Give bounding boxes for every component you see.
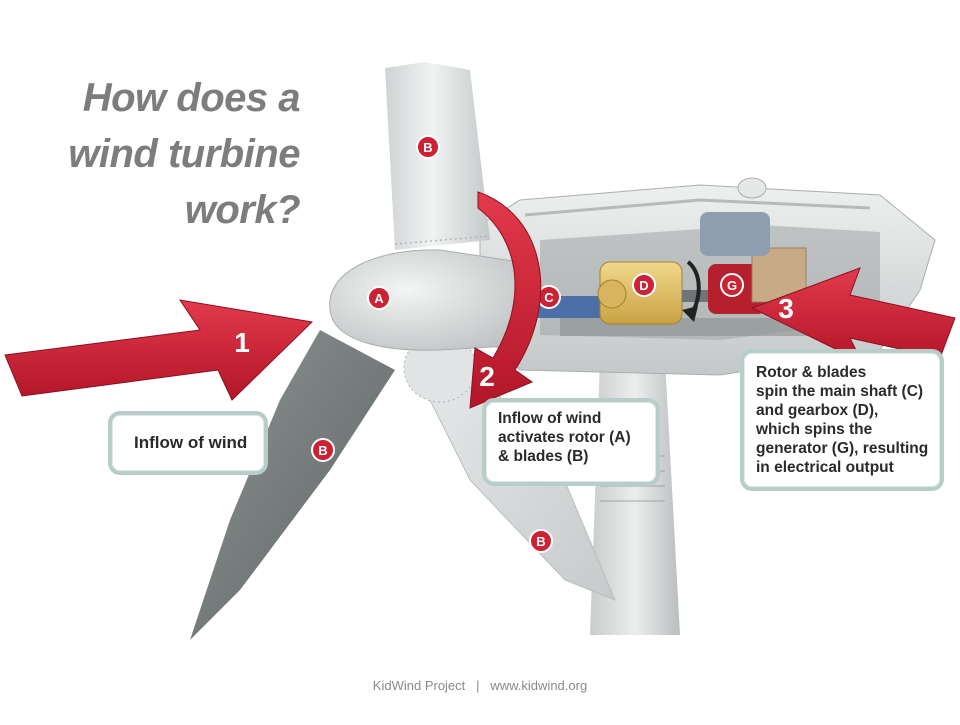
footer: KidWind Project | www.kidwind.org (0, 678, 960, 693)
callout-line: and gearbox (D), (756, 402, 879, 419)
callout-line: activates rotor (A) (498, 429, 631, 446)
step-number-1: 1 (234, 327, 250, 358)
label-badge-G: G (720, 273, 744, 297)
callout-line: Inflow of wind (498, 410, 602, 427)
cooling-unit (700, 212, 770, 256)
footer-separator: | (476, 678, 480, 693)
label-G: G (727, 278, 737, 293)
label-badge-A: A (367, 286, 391, 310)
label-badge-B-left: B (311, 438, 335, 462)
title-line: How does a (82, 76, 301, 120)
callout-step-3: Rotor & blades spin the main shaft (C) a… (740, 349, 944, 491)
callout-line: Rotor & blades (756, 364, 867, 381)
step-number-2: 2 (479, 361, 495, 392)
label-badge-B-right: B (529, 529, 553, 553)
title-line: wind turbine (68, 132, 300, 176)
callout-line: in electrical output (756, 459, 894, 476)
arrow-1 (4, 299, 314, 401)
callout-step-2: Inflow of wind activates rotor (A) & bla… (482, 398, 660, 486)
blade-top (385, 62, 490, 250)
page-title: How does a wind turbine work? (40, 70, 300, 238)
arrow-2 (469, 191, 542, 409)
label-B-top: B (423, 140, 432, 155)
label-A: A (374, 291, 384, 306)
step-number-3: 3 (778, 293, 794, 324)
label-C: C (544, 290, 554, 305)
label-badge-C: C (537, 285, 561, 309)
callout-text: Inflow of wind (134, 433, 248, 452)
footer-url[interactable]: www.kidwind.org (490, 678, 588, 693)
callout-line: generator (G), resulting (756, 440, 929, 457)
hub (329, 249, 526, 351)
callout-line: & blades (B) (498, 448, 589, 465)
footer-org: KidWind Project (372, 678, 466, 693)
label-B-left: B (318, 443, 327, 458)
label-D: D (639, 278, 648, 293)
label-badge-D: D (632, 273, 656, 297)
callout-line: which spins the (756, 421, 873, 438)
nacelle-rail (524, 198, 871, 217)
blade-left (190, 330, 395, 640)
callout-line: spin the main shaft (C) (756, 383, 924, 400)
label-B-right: B (536, 534, 545, 549)
title-line: work? (184, 188, 301, 232)
nacelle-sensor (737, 177, 767, 199)
callout-step-1: Inflow of wind (108, 411, 268, 475)
label-badge-B-top: B (416, 135, 440, 159)
